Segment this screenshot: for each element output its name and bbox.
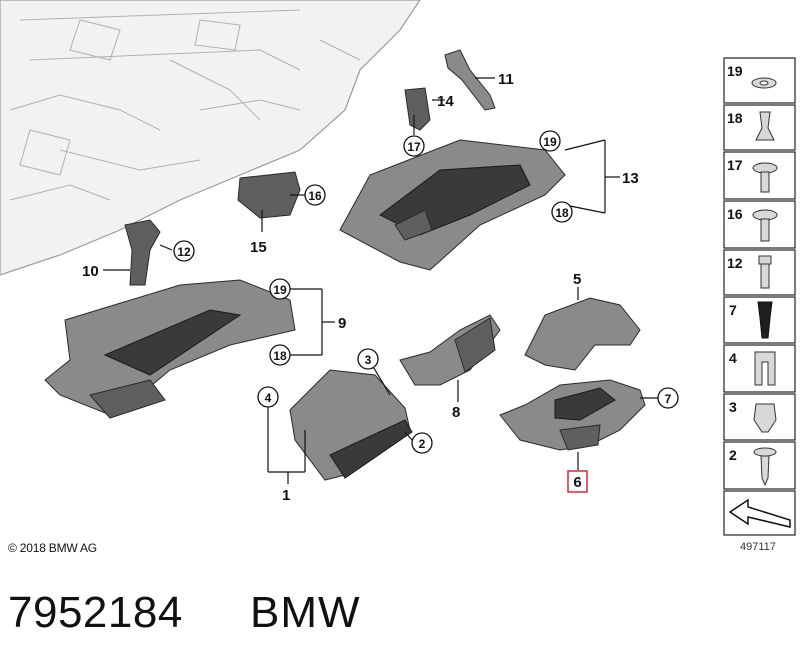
part-labels: 11 14 13 15 10 9 5 8 1 [82, 71, 639, 504]
part-14-bracket [404, 87, 431, 131]
label-8: 8 [452, 404, 460, 421]
legend-16: 16 [727, 206, 743, 222]
reference-number: 497117 [740, 541, 776, 553]
part-5-upper-cover [524, 297, 641, 371]
legend-12: 12 [727, 255, 743, 271]
callout-3: 3 [365, 353, 372, 367]
legend-17: 17 [727, 157, 743, 173]
legend-18: 18 [727, 110, 743, 126]
part-1-glovebox [289, 369, 413, 481]
callout-12: 12 [177, 245, 191, 259]
tapping-screw-icon [753, 447, 777, 457]
callout-16: 16 [308, 189, 322, 203]
spring-clip-icon [754, 351, 776, 386]
label-5: 5 [573, 271, 581, 288]
legend-4: 4 [729, 350, 737, 366]
callout-4: 4 [265, 391, 272, 405]
label-10: 10 [82, 263, 99, 280]
bolt-icon [758, 255, 772, 265]
callout-18-top: 18 [555, 206, 569, 220]
clip-nut-icon [755, 111, 775, 141]
label-11: 11 [498, 71, 514, 88]
rubber-buffer-icon [757, 301, 773, 339]
legend-2: 2 [729, 447, 737, 463]
callout-19-top: 19 [543, 135, 557, 149]
legend-7: 7 [729, 302, 737, 318]
expanding-nut-icon [753, 403, 777, 433]
part-number: 7952184 [8, 588, 183, 637]
copyright-text: © 2018 BMW AG [8, 541, 97, 555]
leader-lines [103, 77, 658, 484]
part-10-bracket [124, 219, 161, 286]
callout-7: 7 [665, 392, 672, 406]
highlight-callout-6: 6 [567, 470, 588, 493]
part-6-lower-cover [499, 379, 646, 451]
legend-3: 3 [729, 399, 737, 415]
fastener-legend: 19 18 17 16 12 7 4 3 2 [723, 57, 796, 536]
label-9: 9 [338, 315, 346, 332]
callout-17: 17 [407, 140, 421, 154]
callout-6: 6 [573, 474, 581, 491]
label-14: 14 [437, 93, 454, 110]
callout-2: 2 [419, 437, 426, 451]
part-8-trim [399, 314, 501, 386]
circle-callouts: 17 19 18 16 12 19 18 4 3 2 7 [173, 130, 679, 454]
brand-name: BMW [250, 588, 361, 637]
direction-arrow-icon [728, 498, 791, 528]
callout-18-left: 18 [273, 349, 287, 363]
label-13: 13 [622, 170, 639, 187]
part-13-housing [339, 139, 566, 271]
part-15-bracket [237, 171, 301, 219]
part-9-carrier [44, 279, 296, 419]
label-15: 15 [250, 239, 267, 256]
dashboard-outline [0, 0, 421, 276]
label-1: 1 [282, 487, 290, 504]
part-11-strap [444, 49, 496, 111]
legend-19: 19 [727, 63, 743, 79]
callout-19-left: 19 [273, 283, 287, 297]
